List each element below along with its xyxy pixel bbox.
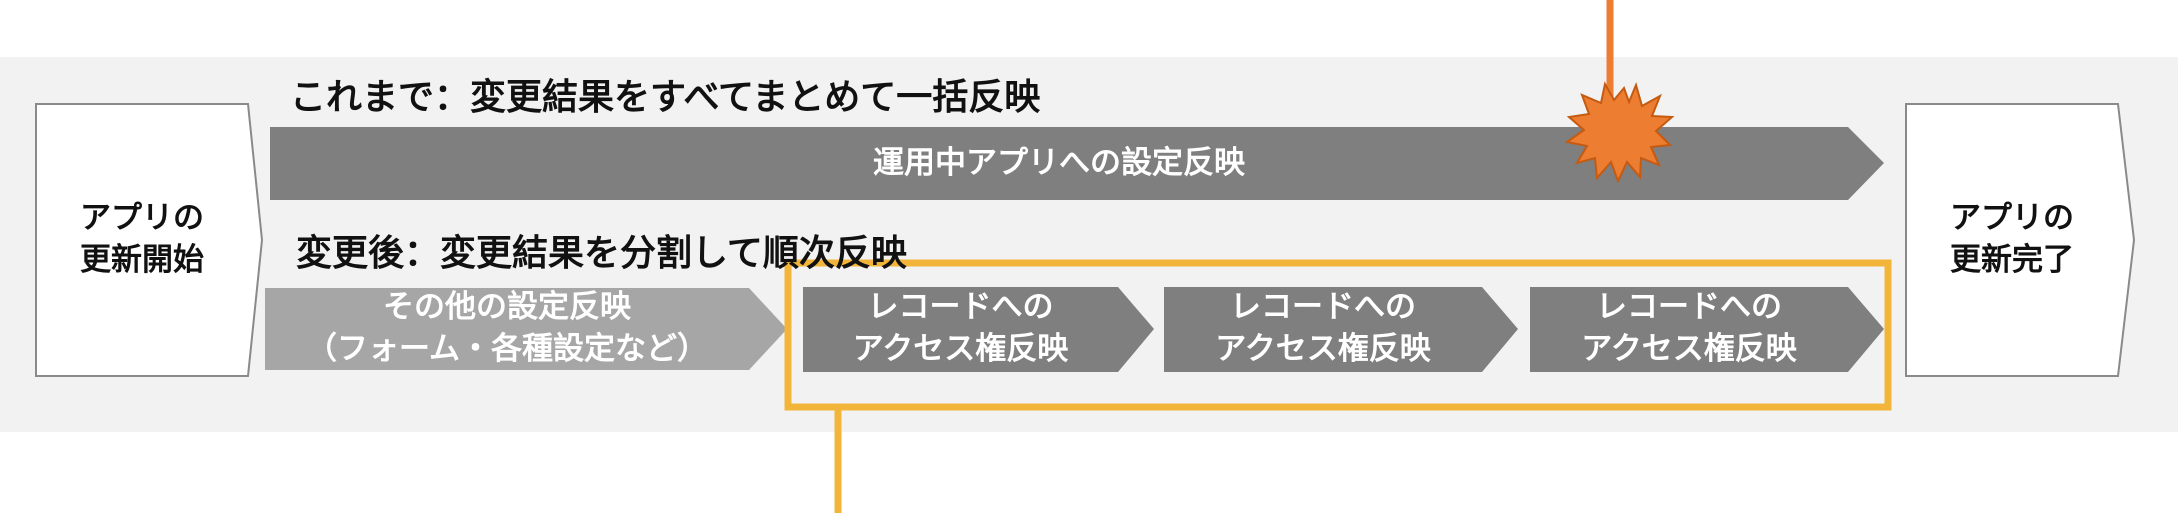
step-record-access-2-label: レコードへの アクセス権反映 [1215, 289, 1431, 367]
after-heading: 変更後：変更結果を分割して順次反映 [296, 233, 907, 274]
step-record-access-3-label: レコードへの アクセス権反映 [1581, 289, 1797, 367]
step-record-access-1-label: レコードへの アクセス権反映 [852, 289, 1069, 367]
step-other-settings [265, 288, 787, 370]
current-heading: これまで：変更結果をすべてまとめて一括反映 [290, 77, 1041, 118]
step-other-settings-label: その他の設定反映 （フォーム・各種設定など） [305, 289, 709, 367]
step-record-access-2 [1164, 287, 1518, 372]
end-box-label: アプリの 更新完了 [1950, 200, 2074, 278]
step-record-access-3 [1530, 287, 1884, 372]
current-bar-label: 運用中アプリへの設定反映 [873, 144, 1245, 181]
burst-icon [1564, 81, 1675, 184]
start-box [35, 103, 264, 377]
end-box [1905, 103, 2136, 377]
highlight-frame [784, 259, 1892, 411]
start-box-label: アプリの 更新開始 [80, 200, 204, 278]
current-bar [270, 127, 1884, 200]
step-record-access-1 [803, 287, 1154, 372]
